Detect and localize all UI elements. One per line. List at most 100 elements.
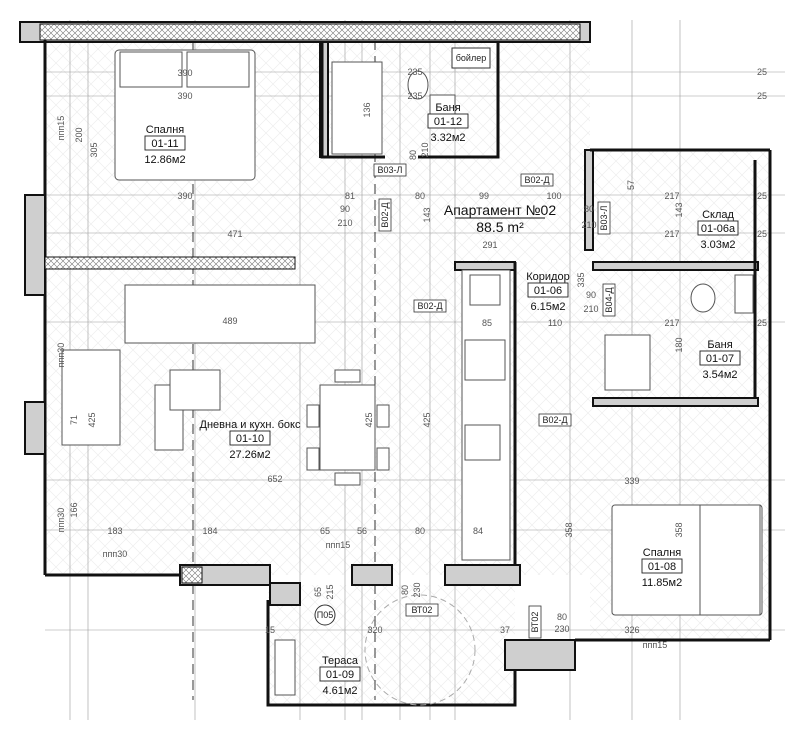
door-tag: В03-Л (373, 163, 407, 177)
dimension-label: 217 (664, 318, 679, 328)
room-name: Спалня (643, 547, 682, 559)
sink (604, 334, 651, 391)
dimension-label: 65 (320, 526, 330, 536)
room-name: Тераса (322, 655, 359, 667)
column-tag: П05 (314, 604, 336, 626)
walls (19, 21, 772, 707)
furniture (61, 49, 763, 706)
dimension-label: 65 (313, 587, 323, 597)
dimension-labels: 390390390200305ппп1547148942571ппп30166п… (56, 67, 767, 650)
door-tag: В03-Л (597, 201, 611, 235)
dimension-label: 358 (674, 522, 684, 537)
door-tag-label: В02-Д (417, 301, 442, 311)
dimension-label: 90 (340, 204, 350, 214)
door-tag-label: В03-Л (378, 165, 403, 175)
dimension-label: ппп15 (326, 540, 351, 550)
door-tag: ВТ02 (405, 603, 439, 617)
dimension-label: 25 (757, 191, 767, 201)
door-tag-label: В04-Д (604, 287, 614, 312)
toilet (407, 70, 429, 100)
dimension-label: 57 (626, 180, 636, 190)
room-number: 01-09 (326, 669, 354, 681)
door-tag: В02-Д (413, 299, 447, 313)
room-number: 01-12 (434, 116, 462, 128)
dimension-label: 166 (69, 502, 79, 517)
dimension-label: 210 (581, 220, 596, 230)
apartment-title: Апартамент №02 (444, 202, 556, 218)
dimension-label: 217 (664, 229, 679, 239)
room-name: Баня (435, 102, 460, 114)
sofa (124, 284, 316, 344)
room-number: 01-08 (648, 561, 676, 573)
dimension-label: 326 (624, 625, 639, 635)
room-name: Баня (707, 339, 732, 351)
oven (469, 274, 501, 306)
dimension-label: 183 (107, 526, 122, 536)
room-label: Спалня 01-08 11.85м2 (641, 547, 683, 589)
apartment-label: Апартамент №02 88.5 m² (444, 202, 556, 235)
room-area: 11.85м2 (642, 577, 682, 589)
room-name: Склад (702, 209, 734, 221)
dimension-label: 25 (757, 229, 767, 239)
armchair (61, 349, 121, 446)
dimension-label: 235 (407, 67, 422, 77)
dimension-label: 143 (422, 207, 432, 222)
dimension-label: 85 (482, 318, 492, 328)
door-tag-label: В03-Л (599, 205, 609, 230)
dimension-label: 80 (557, 612, 567, 622)
dimension-label: ппп30 (56, 508, 66, 533)
dimension-label: 235 (407, 91, 422, 101)
door-tag: В04-Д (602, 283, 616, 317)
room-name: Спалня (146, 124, 185, 136)
dimension-label: 230 (412, 582, 422, 597)
dimension-label: 215 (325, 584, 335, 599)
room-labels: Спалня01-1112.86м2Баня01-123.32м2Склад01… (144, 102, 741, 697)
dimension-label: 489 (222, 316, 237, 326)
dimension-label: ппп15 (56, 116, 66, 141)
dimension-label: ппп30 (103, 549, 128, 559)
room-area: 3.54м2 (702, 369, 737, 381)
dimension-label: 80 (584, 204, 594, 214)
room-number: 01-10 (236, 433, 264, 445)
room-name: Дневна и кухн. бокс (200, 419, 301, 431)
dimension-label: 71 (69, 415, 79, 425)
dimension-label: 15 (265, 625, 275, 635)
dimension-label: 210 (337, 218, 352, 228)
dimension-label: 80 (415, 191, 425, 201)
dimension-label: 390 (177, 191, 192, 201)
dimension-label: 339 (624, 476, 639, 486)
dimension-label: 358 (564, 522, 574, 537)
dimension-label: 291 (482, 240, 497, 250)
room-number: 01-11 (151, 138, 178, 150)
dimension-label: 425 (364, 412, 374, 427)
dimension-label: 180 (674, 337, 684, 352)
dimension-label: 471 (227, 229, 242, 239)
dimension-label: 425 (87, 412, 97, 427)
door-tag-label: В02-Д (542, 415, 567, 425)
dimension-label: 210 (420, 142, 430, 157)
dimension-label: 81 (345, 191, 355, 201)
room-area: 3.03м2 (700, 239, 735, 251)
bench (274, 639, 296, 696)
column-tag-label: П05 (317, 610, 333, 620)
dimension-label: 80 (415, 526, 425, 536)
dimension-label: 200 (74, 127, 84, 142)
door-tag-label: ВТ02 (412, 605, 433, 615)
room-area: 12.86м2 (144, 154, 185, 166)
kitchen-sink (464, 424, 501, 461)
dimension-label: 184 (202, 526, 217, 536)
door-tag: В02-Д (378, 198, 392, 232)
dimension-label: 99 (479, 191, 489, 201)
dimension-label: 25 (757, 318, 767, 328)
dimension-label: 390 (177, 68, 192, 78)
dimension-label: 230 (554, 624, 569, 634)
dimension-label: 80 (408, 150, 418, 160)
door-tag: В02-Д (538, 413, 572, 427)
door-tag: В02-Д (520, 173, 554, 187)
dimension-label: 305 (89, 142, 99, 157)
